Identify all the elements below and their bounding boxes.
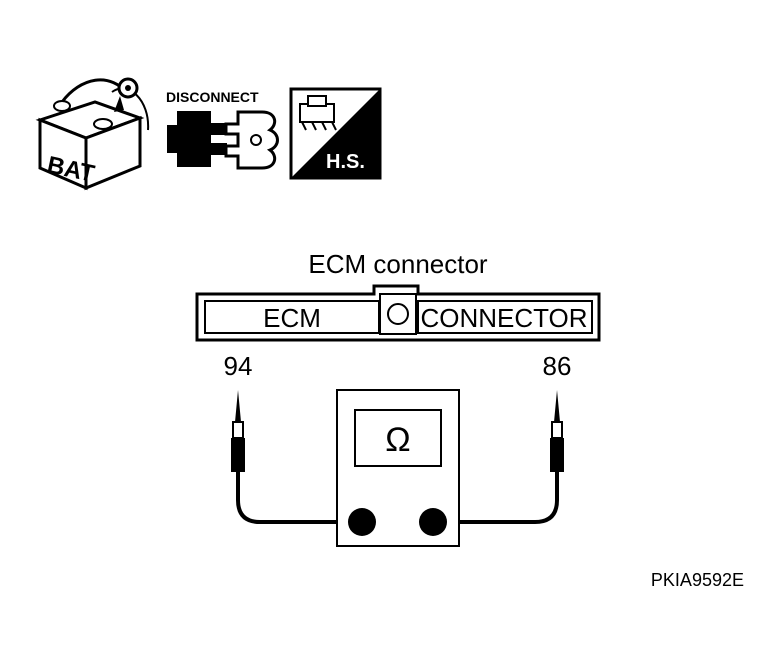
harness-icon: H.S.: [289, 87, 382, 180]
meter-jack-left: [348, 508, 376, 536]
left-probe: [231, 390, 362, 524]
disconnect-icon: DISCONNECT: [166, 89, 279, 170]
ohmmeter: Ω: [336, 389, 460, 547]
meter-display: [354, 409, 442, 467]
hs-label: H.S.: [326, 151, 365, 173]
figure-code: PKIA9592E: [651, 570, 744, 590]
ohm-symbol: Ω: [385, 421, 410, 459]
connector-title: ECM connector: [308, 249, 488, 279]
meter-jack-right: [419, 508, 447, 536]
ecm-connector: ECM CONNECTOR: [195, 284, 601, 342]
connector-left-label: ECM: [263, 303, 321, 333]
right-probe: [433, 390, 564, 524]
battery-icon: BAT: [35, 77, 150, 191]
terminal-label-left: 94: [224, 351, 253, 381]
terminal-label-right: 86: [543, 351, 572, 381]
connector-right-label: CONNECTOR: [420, 303, 587, 333]
connector-key-hole: [387, 303, 409, 325]
disconnect-label: DISCONNECT: [166, 89, 259, 105]
